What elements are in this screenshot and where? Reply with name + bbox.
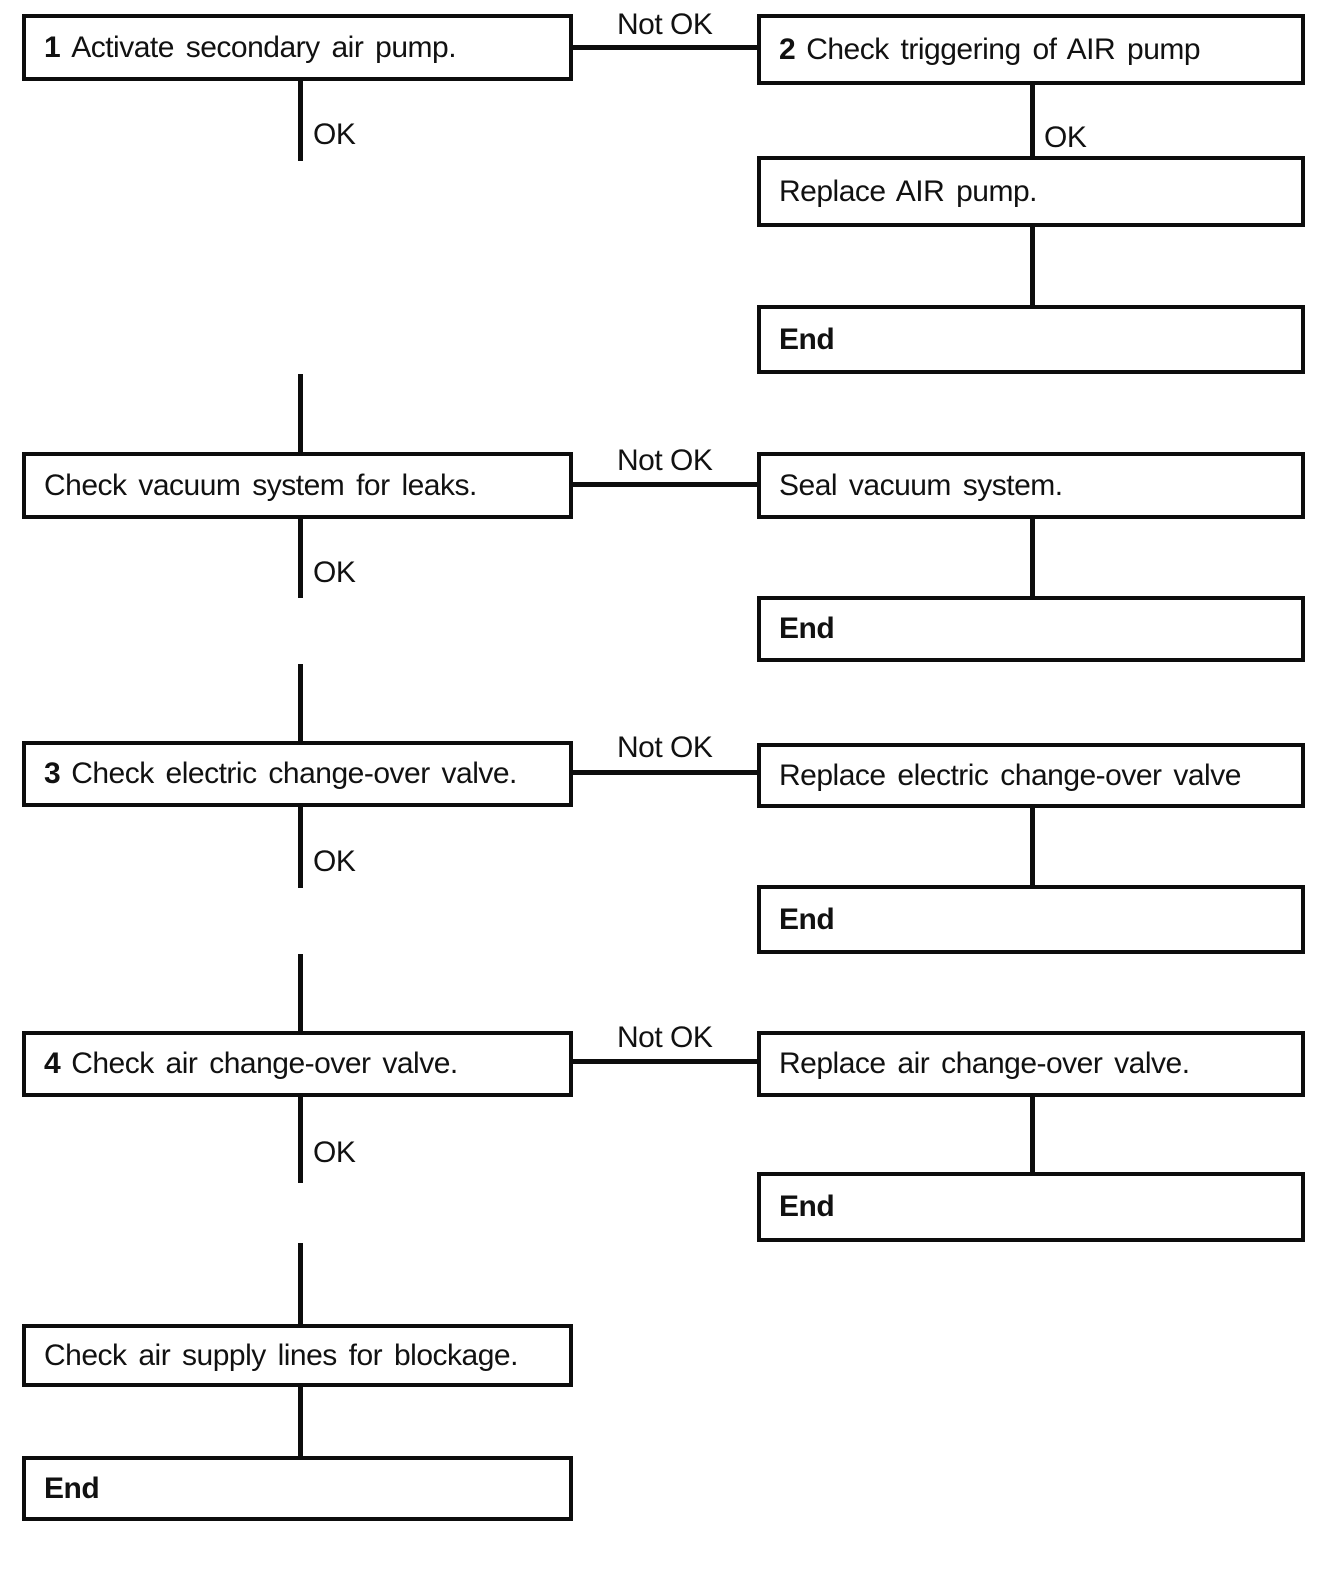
node-end-air-pump: End: [757, 305, 1305, 374]
node-end-electric-valve-text: End: [779, 902, 835, 936]
node-replace-air-pump: Replace AIR pump.: [757, 156, 1305, 227]
node-replace-air-pump-text: Replace AIR pump.: [779, 174, 1037, 208]
node-step2: 2 Check triggering of AIR pump: [757, 14, 1305, 85]
node-seal-vacuum: Seal vacuum system.: [757, 452, 1305, 519]
node-end-air-valve-text: End: [779, 1190, 835, 1223]
node-seal-vacuum-text: Seal vacuum system.: [779, 468, 1063, 502]
node-end-vacuum: End: [757, 596, 1305, 662]
node-step3: 3 Check electric change-over valve.: [22, 741, 573, 807]
node-check-air-supply: Check air supply lines for blockage.: [22, 1324, 573, 1387]
node-step2-text: Check triggering of AIR pump: [806, 32, 1201, 66]
edge-label-ok-1: OK: [313, 118, 356, 151]
edge-label-ok-2: OK: [313, 556, 356, 589]
edge-vacuum-seal-line: [570, 482, 760, 487]
node-step4-text: Check air change-over valve.: [71, 1047, 458, 1080]
node-step1-number: 1: [44, 30, 61, 64]
node-end-electric-valve: End: [757, 885, 1305, 954]
edge-label-not-ok-2: Not OK: [617, 444, 713, 477]
edge-step1-step2-line: [570, 45, 760, 50]
edge-replaceairvalve-end-line: [1030, 1095, 1035, 1176]
edge-replaceelectric-end-line: [1030, 806, 1035, 889]
node-end-final-text: End: [44, 1471, 100, 1505]
edge-label-ok-3: OK: [313, 845, 356, 878]
edge-step2-replacepump-line: [1030, 83, 1035, 160]
node-replace-air-valve-text: Replace air change-over valve.: [779, 1047, 1190, 1080]
edge-airsupply-end-line: [298, 1385, 303, 1460]
node-end-vacuum-text: End: [779, 612, 835, 645]
node-check-vacuum: Check vacuum system for leaks.: [22, 452, 573, 519]
edge-sealvacuum-end-line: [1030, 517, 1035, 600]
edge-step3-step4-line-upper: [298, 805, 303, 888]
node-step3-number: 3: [44, 757, 61, 790]
edge-label-not-ok-4: Not OK: [617, 1021, 713, 1054]
node-step1: 1 Activate secondary air pump.: [22, 14, 573, 81]
node-replace-air-valve: Replace air change-over valve.: [757, 1031, 1305, 1097]
edge-step1-vacuum-line-upper: [298, 80, 303, 161]
edge-step4-airsupply-line-upper: [298, 1095, 303, 1183]
node-step4-number: 4: [44, 1047, 61, 1080]
edge-label-ok-4: OK: [313, 1136, 356, 1169]
edge-vacuum-step3-line-upper: [298, 517, 303, 598]
node-check-air-supply-text: Check air supply lines for blockage.: [44, 1338, 518, 1372]
node-step2-number: 2: [779, 32, 796, 66]
edge-step1-vacuum-line-lower: [298, 374, 303, 456]
node-end-final: End: [22, 1456, 573, 1521]
edge-step3-step4-line-lower: [298, 954, 303, 1035]
edge-label-not-ok-1: Not OK: [617, 8, 713, 41]
node-replace-electric-valve: Replace electric change-over valve: [757, 743, 1305, 808]
edge-step4-airsupply-line-lower: [298, 1243, 303, 1328]
node-replace-electric-valve-text: Replace electric change-over valve: [779, 758, 1241, 792]
edge-step4-replaceairvalve-line: [570, 1059, 760, 1064]
edge-label-ok-right: OK: [1044, 121, 1087, 154]
node-end-air-valve: End: [757, 1172, 1305, 1242]
edge-step3-replaceelectric-line: [570, 770, 760, 775]
node-step4: 4 Check air change-over valve.: [22, 1031, 573, 1097]
node-step3-text: Check electric change-over valve.: [71, 757, 517, 790]
node-check-vacuum-text: Check vacuum system for leaks.: [44, 468, 477, 502]
edge-vacuum-step3-line-lower: [298, 664, 303, 745]
node-end-air-pump-text: End: [779, 322, 835, 356]
node-step1-text: Activate secondary air pump.: [71, 30, 457, 64]
edge-replacepump-end-line: [1030, 225, 1035, 309]
edge-label-not-ok-3: Not OK: [617, 731, 713, 764]
